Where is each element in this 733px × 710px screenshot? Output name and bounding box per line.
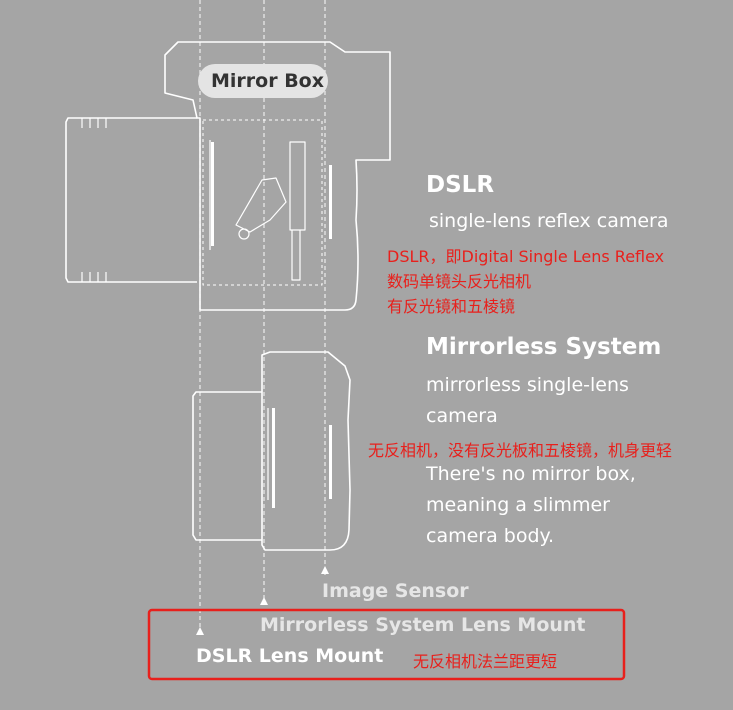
dslr-mount-plate [211,142,214,246]
mirrorless-title: Mirrorless System [426,334,662,360]
mirrorless-desc-line2: meaning a slimmer [426,494,610,516]
dslr-subtitle: single-lens reflex camera [429,210,669,232]
mirror-box-pill [198,64,328,98]
dslr-title: DSLR [426,172,495,198]
mirrorless-lens [192,391,262,541]
dslr-mount-label: DSLR Lens Mount [196,645,384,667]
mirrorless-mount-label: Mirrorless System Lens Mount [260,614,586,636]
mirrorless-desc-line3: camera body. [426,525,555,547]
mirrorless-mount-marker [260,597,268,605]
dslr-lens [65,117,197,283]
dslr-mount-marker [196,627,204,635]
mount-highlight-box [147,608,626,681]
dslr-note-line1: DSLR，即Digital Single Lens Reflex [387,247,665,266]
mirrorless-subtitle-line1: mirrorless single-lens [426,374,629,396]
mirrorless-body [261,351,351,551]
sensor-marker [321,566,329,574]
dslr-body [164,41,391,311]
dslr-mirror [235,177,287,240]
mount-note: 无反相机法兰距更短 [413,652,558,671]
dslr-camera-outline [65,41,391,311]
mirror-box-label: Mirror Box [211,70,324,92]
mirrorless-sensor [329,425,332,499]
mirrorless-camera-outline [192,351,351,551]
mirrorless-note: 无反相机，没有反光板和五棱镜，机身更轻 [368,441,673,460]
dslr-lens-grip [81,118,107,282]
dslr-note-line3: 有反光镜和五棱镜 [387,297,516,316]
dslr-sensor [329,165,332,239]
dslr-prism [289,141,306,281]
mirrorless-subtitle-line2: camera [426,405,498,427]
reference-lines [199,0,326,628]
image-sensor-label: Image Sensor [322,580,469,602]
mirrorless-desc-line1: There's no mirror box, [426,463,636,485]
mirrorless-mount-plate [272,408,275,508]
mirror-box-frame [202,119,323,286]
dslr-note-line2: 数码单镜头反光相机 [387,272,532,291]
